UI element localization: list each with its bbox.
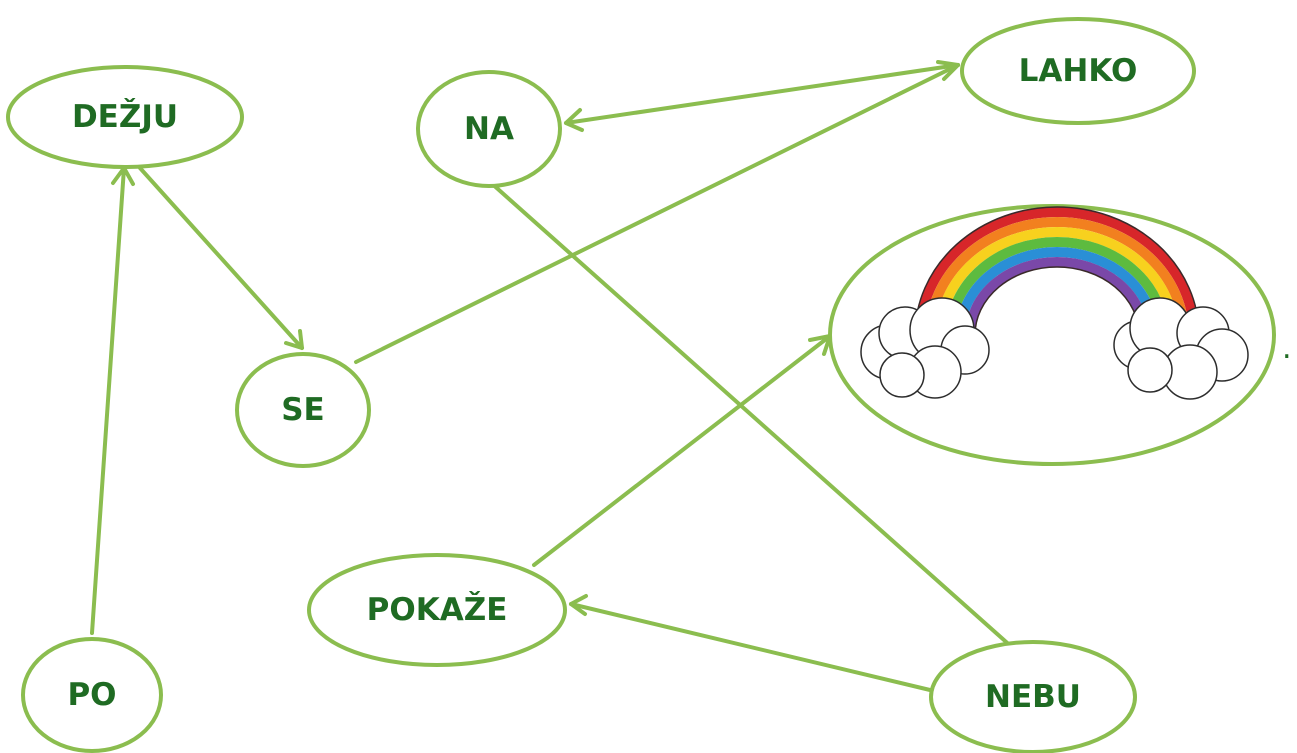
cloud-right-icon — [1113, 297, 1249, 400]
node-label-po: PO — [67, 677, 116, 713]
node-pokaze[interactable]: POKAŽE — [307, 553, 567, 667]
arrow-pokaze-to-rainbow — [532, 334, 832, 567]
node-lahko[interactable]: LAHKO — [960, 17, 1196, 125]
arrowhead-at-pokaze — [569, 594, 588, 616]
node-rainbow[interactable] — [828, 204, 1276, 466]
arrow-dezju-to-se — [138, 166, 304, 350]
edges — [90, 63, 1034, 692]
arrow-nebu-to-pokaze — [569, 602, 932, 692]
node-label-na: NA — [464, 111, 514, 147]
arrow-lahko-to-na — [564, 63, 960, 125]
arrow-na-to-nebu — [488, 180, 1034, 667]
node-label-nebu: NEBU — [985, 679, 1081, 715]
node-label-lahko: LAHKO — [1019, 53, 1138, 89]
node-po[interactable]: PO — [21, 637, 163, 753]
cloud-left-icon — [860, 297, 990, 399]
arrowhead-at-na — [564, 108, 584, 132]
node-label-se: SE — [281, 392, 325, 428]
arrow-po-to-dezju — [90, 166, 126, 635]
rainbow-icon — [914, 206, 1200, 336]
node-nebu[interactable]: NEBU — [929, 640, 1137, 753]
node-na[interactable]: NA — [416, 70, 562, 188]
sentence-period: . — [1282, 331, 1292, 366]
arrow-se-to-lahko — [354, 63, 960, 364]
arrowhead-at-se — [284, 329, 304, 350]
node-label-dezju: DEŽJU — [72, 99, 178, 135]
node-label-pokaze: POKAŽE — [367, 592, 508, 628]
node-dezju[interactable]: DEŽJU — [6, 65, 244, 169]
node-se[interactable]: SE — [235, 352, 371, 468]
arrowhead-at-lahko — [936, 60, 960, 81]
